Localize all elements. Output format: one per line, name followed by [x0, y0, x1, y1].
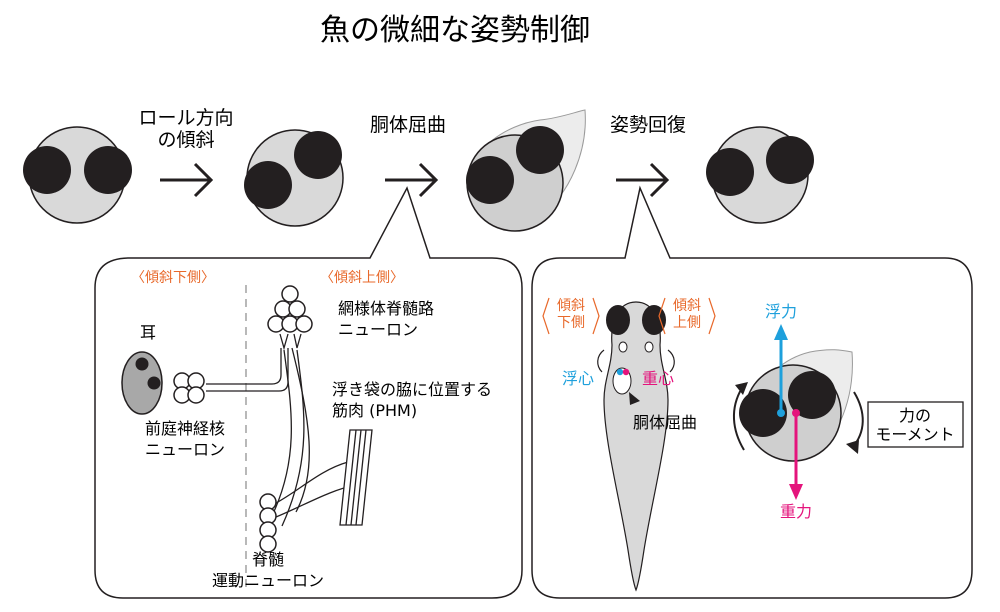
label-body-bending: 胴体屈曲 [370, 114, 446, 136]
label-reticulospinal-2: ニューロン [338, 320, 418, 339]
label-motor-2: 運動ニューロン [212, 571, 324, 590]
label-vestibular-2: ニューロン [145, 440, 225, 459]
neural-circuit-panel [94, 186, 523, 599]
moment-box [867, 401, 964, 448]
label-ear: 耳 [140, 323, 156, 342]
label-body-bending-2: 胴体屈曲 [633, 413, 697, 432]
label-roll-tilt-1: ロール方向 [138, 107, 233, 129]
label-upper-2: 上側 [673, 315, 701, 331]
reticulospinal-axons [269, 347, 310, 527]
fish-head-tilted [244, 129, 344, 227]
bracket-upper [658, 297, 716, 335]
label-buoyancy: 浮力 [765, 302, 797, 321]
label-roll-tilt-2: の傾斜 [157, 129, 214, 151]
label-motor-1: 脊髄 [252, 550, 284, 569]
bending-pointer [629, 392, 640, 405]
label-phm-1: 浮き袋の脇に位置する [332, 380, 492, 399]
label-lower-1: 傾斜 [557, 298, 585, 314]
label-gravity: 重力 [780, 502, 812, 521]
fish-head-upright [23, 126, 132, 224]
label-phm-2: 筋肉 (PHM) [332, 401, 417, 420]
fish-head-recovered [706, 126, 814, 224]
label-upper-1: 傾斜 [673, 298, 701, 314]
label-vestibular-1: 前庭神経核 [145, 419, 225, 438]
gravity-arrow [789, 409, 803, 500]
vestibular-neurons [173, 372, 205, 404]
rotation-arrow-right [846, 391, 864, 454]
label-posture-recovery: 姿勢回復 [610, 114, 686, 136]
bracket-lower [542, 297, 600, 335]
label-upper-side: 〈傾斜上側〉 [320, 270, 404, 286]
step-arrow-1 [160, 162, 214, 198]
label-lower-side: 〈傾斜下側〉 [131, 270, 215, 286]
label-reticulospinal-1: 網様体脊髄路 [338, 299, 434, 318]
label-moment-1: 力の [899, 406, 931, 425]
rotation-arrow-left [732, 382, 748, 451]
page-title: 魚の微細な姿勢制御 [320, 13, 590, 48]
label-lower-2: 下側 [557, 315, 585, 331]
ear-icon [121, 351, 163, 415]
phm-muscle [339, 429, 373, 526]
label-moment-2: モーメント [875, 425, 954, 444]
label-buoyancy-center: 浮心 [562, 369, 594, 388]
step-arrow-2 [385, 162, 439, 198]
reticulospinal-dendrites [279, 333, 302, 351]
step-arrow-3 [616, 162, 670, 198]
buoyancy-arrow [774, 324, 788, 417]
fish-head-bending [466, 109, 586, 232]
reticulospinal-neurons [267, 285, 313, 333]
motor-neurons [259, 493, 277, 553]
fish-top-view [597, 301, 675, 592]
label-gravity-center: 重心 [642, 369, 674, 388]
